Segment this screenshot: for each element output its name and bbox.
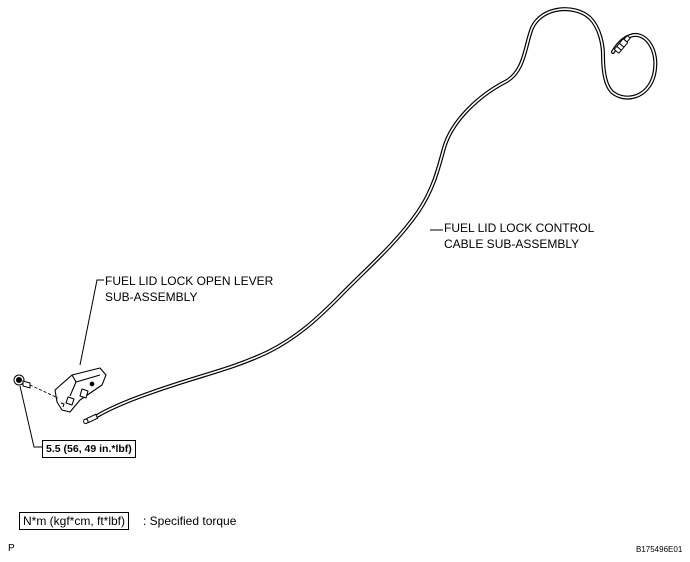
torque-legend-units: N*m (kgf*cm, ft*lbf): [19, 512, 130, 530]
fuel-lid-lever-icon: [54, 367, 107, 413]
cable-end-fitting-icon: [83, 413, 99, 425]
lever-leader-line: [79, 279, 104, 366]
bolt-icon: [13, 374, 31, 389]
footer-left-mark: P: [8, 543, 15, 554]
cable-label-line1: FUEL LID LOCK CONTROL: [444, 221, 595, 235]
figure-id: B175496E01: [636, 545, 683, 554]
lever-label-line2: SUB-ASSEMBLY: [105, 290, 198, 304]
control-cable-icon: [95, 7, 658, 418]
torque-legend-description: : Specified torque: [143, 514, 237, 528]
torque-spec-box: 5.5 (56, 49 in.*lbf): [42, 440, 136, 458]
lever-label-line1: FUEL LID LOCK OPEN LEVER: [105, 274, 274, 288]
torque-leader-line: [19, 385, 42, 448]
installation-line: [29, 384, 59, 399]
cable-connector-icon: [614, 34, 631, 54]
cable-label-line2: CABLE SUB-ASSEMBLY: [444, 237, 580, 251]
